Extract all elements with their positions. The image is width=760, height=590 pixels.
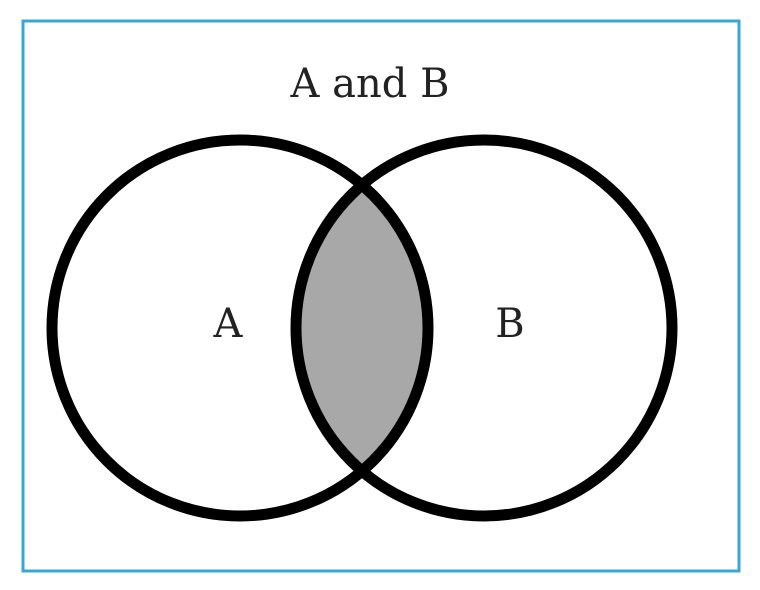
intersection-region [296, 140, 428, 516]
set-a-circle [46, 134, 434, 522]
set-a-label: A [213, 301, 244, 347]
diagram-title: A and B [290, 61, 450, 107]
set-b-label: B [495, 301, 524, 347]
set-b-circle [290, 134, 678, 522]
